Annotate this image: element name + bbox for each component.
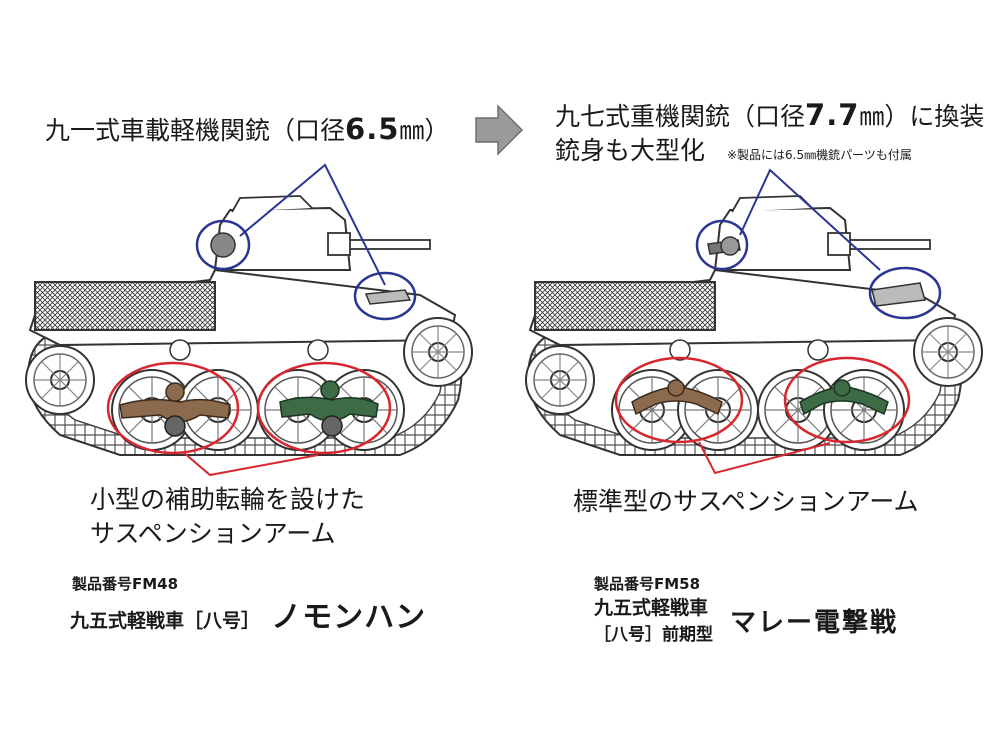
right-gun-caption-line2: 銃身も大型化	[555, 136, 706, 165]
right-suspension-caption: 標準型のサスペンションアーム	[573, 487, 919, 516]
right-product-name-line2: ［八号］前期型	[594, 625, 713, 645]
right-gun-caption: 九七式重機関銃（口径7.7㎜）に換装 銃身も大型化 ※製品には6.5㎜機銃パーツ…	[555, 98, 984, 172]
suspension-arm-green-left	[279, 380, 379, 437]
right-product-title: 九五式軽戦車 ［八号］前期型	[594, 593, 713, 645]
left-gun-caliber: 6.5	[345, 112, 400, 146]
left-gun-caption: 九一式車載軽機関銃（口径6.5㎜）	[45, 112, 449, 148]
left-suspension-line2: サスペンションアーム	[90, 519, 336, 548]
left-gun-callout	[195, 163, 417, 321]
right-product-name-line1: 九五式軽戦車	[594, 597, 709, 619]
left-product-name: 九五式軽戦車［八号］	[70, 610, 261, 632]
right-product-number: 製品番号FM58	[594, 575, 701, 593]
left-gun-caption-prefix: 九一式車載軽機関銃（口径	[45, 116, 346, 145]
left-suspension-line1: 小型の補助転輪を設けた	[90, 485, 366, 514]
left-gun-caption-suffix: ㎜）	[399, 116, 450, 145]
right-product-subtitle: マレー電撃戦	[730, 608, 899, 638]
left-product-title: 九五式軽戦車［八号］ ノモンハン	[70, 592, 426, 636]
right-arrow-icon	[475, 104, 524, 156]
left-product-subtitle: ノモンハン	[271, 600, 427, 635]
suspension-arm-brown-left	[119, 382, 231, 437]
right-gun-caption-suffix: ㎜）に換装	[859, 102, 985, 131]
right-suspension-callout	[614, 356, 911, 475]
right-parts-note: ※製品には6.5㎜機銃パーツも付属	[726, 148, 912, 162]
tank-left-illustration	[25, 195, 473, 456]
suspension-arm-brown-right	[631, 379, 723, 416]
suspension-arm-green-right	[799, 379, 889, 416]
right-gun-caliber: 7.7	[805, 98, 860, 132]
left-suspension-callout	[106, 361, 392, 477]
tank-right-illustration	[525, 195, 983, 456]
right-gun-caption-prefix: 九七式重機関銃（口径	[555, 102, 806, 131]
right-gun-callout	[695, 168, 942, 320]
left-suspension-caption: 小型の補助転輪を設けた サスペンションアーム	[90, 483, 365, 551]
left-product-number: 製品番号FM48	[72, 575, 179, 593]
